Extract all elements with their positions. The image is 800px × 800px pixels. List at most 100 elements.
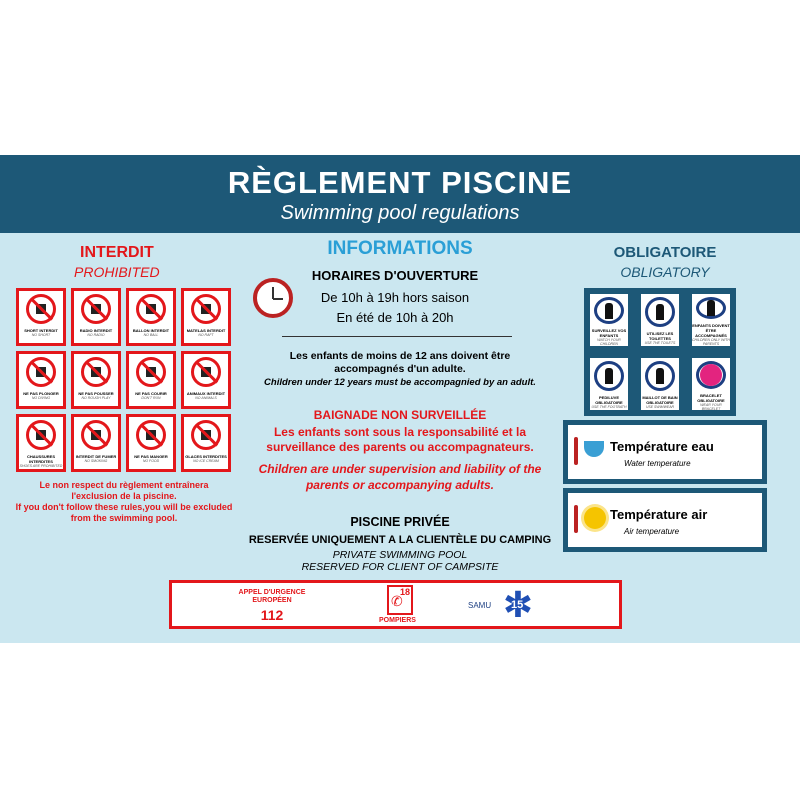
prohibition-label-en: NO RAFT (198, 333, 214, 337)
no-running-icon (136, 357, 166, 387)
hours-off-season: De 10h à 19h hors saison (320, 290, 470, 305)
prohibition-label-fr: GLACES INTERDITES (185, 454, 227, 459)
prohibition-label-fr: NE PAS PLONGER (23, 391, 59, 396)
thermometer-icon (574, 505, 578, 533)
obligatory-title: OBLIGATOIRE (613, 244, 717, 261)
exclusion-warning-en: If you don't follow these rules,you will… (15, 502, 233, 523)
pictogram (201, 367, 211, 377)
unsupervised-en: Children are under supervision and liabi… (258, 462, 542, 492)
pictogram (146, 430, 156, 440)
no-diving-icon (26, 357, 56, 387)
pictogram (36, 367, 46, 377)
no-radio-icon (81, 294, 111, 324)
unsupervised-fr: Les enfants sont sous la responsabilité … (266, 425, 534, 454)
euro-emergency-number: 112 (260, 607, 284, 623)
prohibition-label-fr: INTERDIT DE FUMER (75, 454, 117, 459)
hours-title: HORAIRES D'OUVERTURE (311, 268, 479, 283)
samu-number: 15 (511, 599, 524, 611)
pictogram (656, 304, 664, 320)
pictogram (146, 304, 156, 314)
pictogram (36, 304, 46, 314)
info-title: INFORMATIONS (327, 238, 473, 259)
pictogram (36, 430, 46, 440)
pictogram (656, 368, 664, 384)
water-temperature-sub: Water temperature (624, 459, 691, 468)
prohibition-label-fr: ANIMAUX INTERDIT (186, 391, 226, 396)
fire-number: 18 (399, 587, 410, 597)
water-temperature-box: Température eau Water temperature (563, 420, 767, 484)
hours-summer: En été de 10h à 20h (336, 310, 454, 325)
euro-emergency-label: APPEL D'URGENCE EUROPÉEN (238, 589, 306, 604)
air-temperature-box: Température air Air temperature (563, 488, 767, 552)
pictogram (91, 367, 101, 377)
prohibition-label-en: NO RADIO (87, 333, 105, 337)
pictogram (201, 430, 211, 440)
obligation-label-fr: PEDILUVE OBLIGATOIRE (595, 395, 623, 405)
children-rule-fr: Les enfants de moins de 12 ans doivent ê… (289, 350, 511, 375)
no-pushing-icon (81, 357, 111, 387)
prohibition-label-en: SHOES ARE PROHIBITED (19, 464, 63, 468)
exclusion-warning: Le non respect du règlement entraînera l… (14, 480, 234, 524)
samu-label: SAMU (468, 601, 492, 610)
obligation-label-fr: MAILLOT DE BAIN OBLIGATOIRE (642, 395, 678, 405)
prohibition-label-en: NO SMOKING (84, 459, 108, 463)
pictogram (707, 300, 715, 316)
pictogram (605, 302, 613, 319)
no-ball-icon (136, 294, 166, 324)
footbath-icon (594, 361, 624, 391)
prohibited-title: INTERDIT (80, 244, 154, 261)
pictogram (91, 430, 101, 440)
obligation-label-en: CHILDREN ONLY WITH PARENTS (692, 338, 730, 346)
pictogram (146, 367, 156, 377)
obligation-label-fr: ENFANTS DOIVENT ÊTRE ACCOMPAGNÉS (692, 323, 730, 338)
air-temperature-label: Température air (610, 507, 708, 522)
prohibition-label-fr: BALLON INTERDIT (132, 328, 170, 333)
prohibition-label-en: NO FOOD (142, 459, 160, 463)
obligation-label-fr: UTILISEZ LES TOILETTES (646, 331, 674, 341)
accompanied-children-icon (696, 297, 726, 319)
obligation-label-fr: BRACELET OBLIGATOIRE (697, 393, 725, 403)
prohibition-label-en: NO ICE CREAM (193, 459, 219, 463)
title-banner: RÈGLEMENT PISCINE Swimming pool regulati… (0, 155, 800, 233)
prohibition-label-en: NO ANIMALS (195, 396, 217, 400)
prohibition-label-en: DON'T RUN (141, 396, 161, 400)
obligation-label-en: USE SWIMWEAR (645, 405, 675, 409)
prohibition-label-en: NO SHORT (31, 333, 51, 337)
prohibition-label-en: NO DIVING (31, 396, 51, 400)
pictogram (605, 368, 613, 384)
private-pool-en-2: RESERVED FOR CLIENT OF CAMPSITE (301, 561, 499, 573)
water-temperature-label: Température eau (610, 439, 714, 454)
prohibition-label-fr: NE PAS COURIR (135, 391, 167, 396)
private-pool-title: PISCINE PRIVÉE (350, 515, 450, 529)
exclusion-warning-fr: Le non respect du règlement entraînera l… (39, 480, 209, 501)
sun-icon (584, 507, 606, 529)
no-mattress-icon (191, 294, 221, 324)
sign-title: RÈGLEMENT PISCINE (227, 165, 573, 200)
obligation-label-en: USE THE TOILETS (644, 341, 676, 345)
private-pool-en-1: PRIVATE SWIMMING POOL (332, 549, 468, 561)
no-shoes-icon (26, 420, 56, 450)
obligation-label-fr: SURVEILLEZ VOS ENFANTS (591, 328, 627, 338)
watch-children-icon (594, 297, 624, 324)
pictogram (91, 304, 101, 314)
obligatory-subtitle: OBLIGATORY (620, 264, 710, 280)
star-of-life-icon: ✱ 15 (502, 584, 534, 625)
prohibition-label-en: NO ROUGH PLAY (81, 396, 111, 400)
pictogram (700, 364, 722, 386)
